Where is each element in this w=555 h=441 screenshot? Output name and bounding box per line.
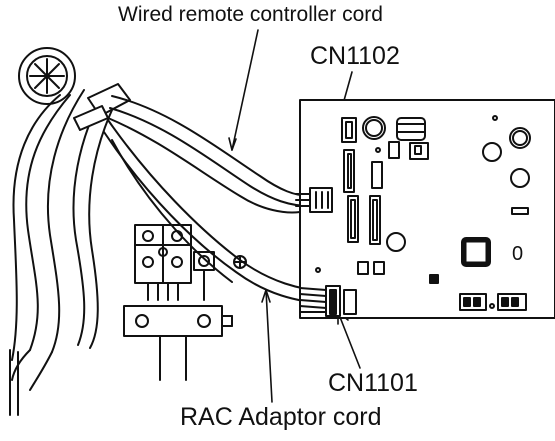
leader-lines <box>228 29 361 403</box>
wired-remote-cord <box>107 95 311 214</box>
terminal-block <box>123 224 247 381</box>
rac-adaptor-cord-label: RAC Adaptor cord <box>180 403 382 431</box>
board-digit-zero: 0 <box>512 243 524 265</box>
cable-grommet <box>18 47 76 105</box>
cn1101-connector <box>299 285 357 317</box>
pcb-board <box>299 99 555 319</box>
cn1102-label: CN1102 <box>310 42 400 70</box>
rac-adaptor-cord <box>103 119 331 305</box>
cn1102-connector <box>295 187 333 213</box>
cable-bundle <box>9 83 131 416</box>
cn1101-label: CN1101 <box>328 369 418 397</box>
wired-remote-controller-cord-label: Wired remote controller cord <box>118 3 383 26</box>
